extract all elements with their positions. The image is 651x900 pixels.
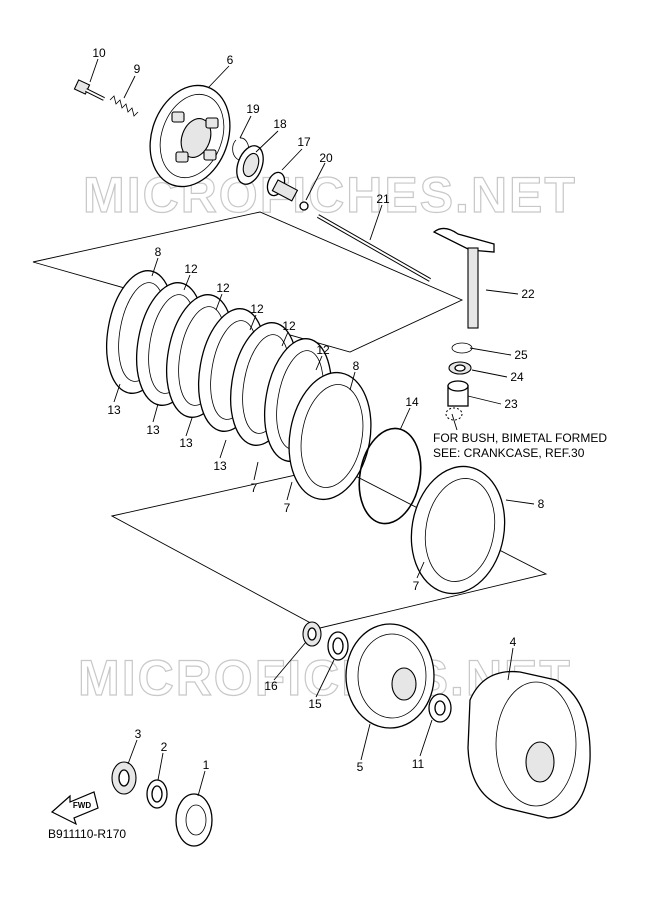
callout-12-e: 12	[316, 343, 330, 357]
callout-12-a: 12	[184, 262, 198, 276]
callout-15: 15	[308, 697, 322, 711]
callout-8-mid: 8	[353, 359, 360, 373]
callout-13-c: 13	[179, 436, 193, 450]
callout-17: 17	[297, 135, 311, 149]
callout-13-d: 13	[213, 459, 227, 473]
callout-24: 24	[510, 370, 524, 384]
washer-2-icon	[146, 779, 168, 809]
collar-icon	[111, 761, 137, 795]
washer-icon	[327, 631, 349, 661]
wire-ring-icon	[358, 427, 422, 525]
callout-7-b: 7	[284, 501, 291, 515]
thrust-washer-icon	[428, 693, 452, 723]
callout-16: 16	[264, 679, 278, 693]
callout-6: 6	[227, 53, 234, 67]
ball-icon	[299, 201, 309, 211]
note-line-2: SEE: CRANKCASE, REF.30	[433, 446, 585, 460]
pressure-plate-icon	[149, 84, 231, 188]
callout-25: 25	[514, 348, 528, 362]
callout-21: 21	[376, 192, 390, 206]
bush-ref-icon	[445, 407, 463, 421]
callout-3: 3	[135, 727, 142, 741]
push-rod-long-icon	[317, 214, 431, 282]
callout-labels: 10 9 6 19 18 17 20 21 22 25 24 23 8 12 1…	[92, 46, 544, 774]
watermark-top: MICROFICHES.NET	[83, 167, 577, 223]
push-rod-icon	[266, 171, 299, 202]
oil-seal-icon	[448, 361, 472, 375]
callout-1: 1	[203, 758, 210, 772]
callout-23: 23	[504, 397, 518, 411]
plate-group-frame-bottom	[110, 465, 548, 629]
diagram-code: B911110-R170	[48, 827, 126, 841]
callout-13-b: 13	[146, 423, 160, 437]
callout-18: 18	[273, 117, 287, 131]
nut-icon	[302, 621, 322, 647]
callout-12-c: 12	[250, 302, 264, 316]
clutch-boss-icon	[345, 623, 435, 729]
callout-7-c: 7	[413, 579, 420, 593]
callout-5: 5	[357, 760, 364, 774]
friction-plate-stack-icon	[106, 270, 372, 501]
clutch-housing-icon	[467, 670, 591, 819]
bush-icon	[447, 380, 469, 407]
leader-lines	[89, 58, 535, 797]
fwd-label: FWD	[73, 801, 91, 810]
bolt-icon	[73, 79, 105, 101]
callout-19: 19	[246, 102, 260, 116]
callout-12-b: 12	[216, 281, 230, 295]
callout-10: 10	[92, 46, 106, 60]
callout-4: 4	[510, 635, 517, 649]
callout-7-a: 7	[251, 481, 258, 495]
callout-14: 14	[405, 395, 419, 409]
friction-plate-lower-icon	[410, 465, 506, 595]
callout-2: 2	[161, 740, 168, 754]
note-line-1: FOR BUSH, BIMETAL FORMED	[433, 431, 607, 445]
callout-8-low: 8	[538, 497, 545, 511]
callout-13-a: 13	[107, 403, 121, 417]
push-lever-shaft-icon	[432, 227, 495, 329]
circlip-25-icon	[451, 342, 473, 354]
callout-8-top: 8	[155, 245, 162, 259]
callout-20: 20	[319, 151, 333, 165]
callout-11: 11	[412, 757, 425, 771]
callout-22: 22	[521, 287, 535, 301]
callout-12-d: 12	[282, 319, 296, 333]
spring-icon	[109, 95, 139, 117]
fwd-arrow-icon: FWD	[50, 791, 99, 826]
callout-9: 9	[134, 62, 141, 76]
bearing-icon	[236, 145, 264, 185]
gear-icon	[175, 793, 213, 847]
